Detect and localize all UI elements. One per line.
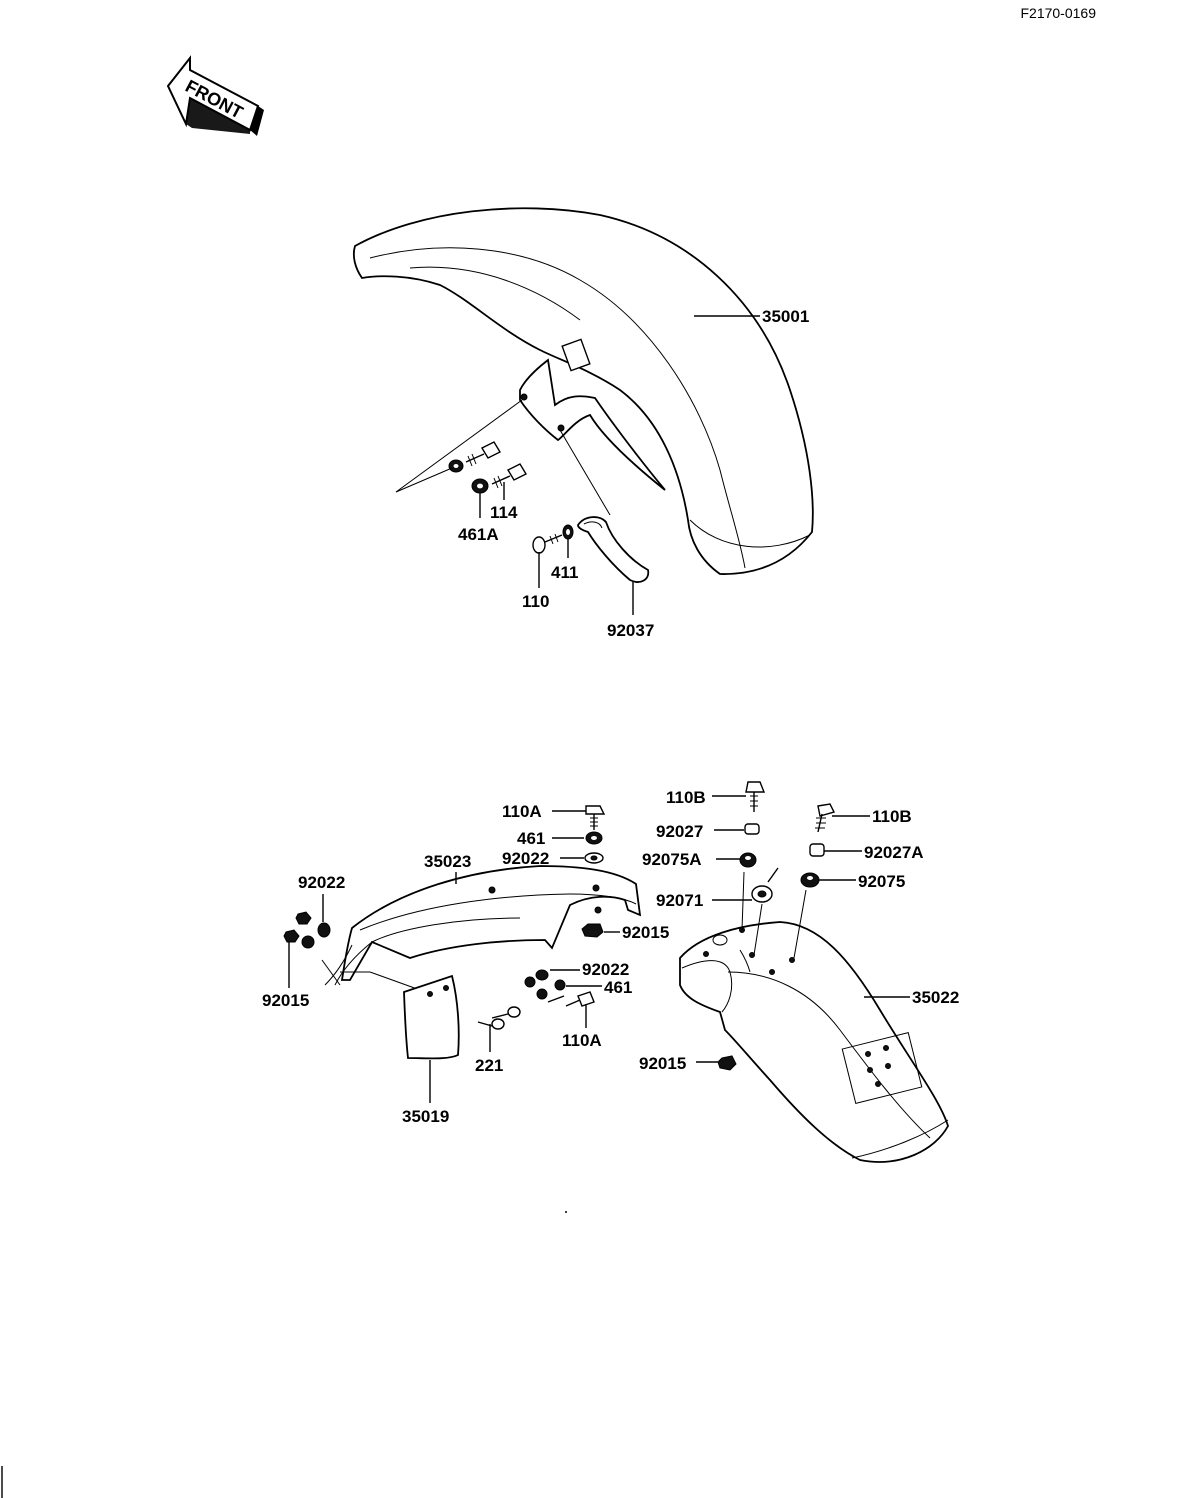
washer-461-mid — [554, 979, 566, 991]
label-92075A: 92075A — [642, 850, 702, 869]
label-411: 411 — [551, 563, 578, 582]
front-arrow-icon: FRONT — [166, 55, 264, 136]
rear-fender — [679, 921, 949, 1163]
bolt-110A-top — [585, 805, 606, 830]
label-35022: 35022 — [912, 988, 959, 1007]
nut-92015-mid — [581, 923, 604, 938]
label-92027A: 92027A — [864, 843, 924, 862]
label-92022-mid: 92022 — [582, 960, 629, 979]
washer-411 — [562, 524, 574, 540]
label-110A-top: 110A — [502, 802, 542, 821]
label-92015-left: 92015 — [262, 991, 309, 1010]
label-35001: 35001 — [762, 307, 809, 326]
label-92022-left: 92022 — [298, 873, 345, 892]
bolt-110B-right — [815, 803, 836, 833]
nuts-left-group — [283, 911, 331, 949]
label-110B-left: 110B — [666, 788, 706, 807]
label-461-mid: 461 — [604, 978, 632, 997]
washer-92022-mid — [535, 969, 549, 981]
bolt-110 — [532, 533, 563, 554]
mud-flap — [403, 974, 460, 1060]
label-92015-rear: 92015 — [639, 1054, 686, 1073]
label-92015-mid: 92015 — [622, 923, 669, 942]
label-461A: 461A — [458, 525, 499, 544]
collar-92027A — [809, 843, 825, 857]
label-110A-mid: 110A — [562, 1031, 602, 1050]
label-92075: 92075 — [858, 872, 905, 891]
label-114: 114 — [490, 503, 518, 522]
bolt-110A-mid — [547, 991, 595, 1007]
label-110: 110 — [522, 592, 549, 611]
label-92071: 92071 — [656, 891, 703, 910]
washer-461A — [448, 459, 489, 494]
label-92022-top: 92022 — [502, 849, 549, 868]
label-35023: 35023 — [424, 852, 471, 871]
screw-221 — [477, 1006, 521, 1030]
nut-92015-rear — [717, 1055, 737, 1071]
ref-code: F2170-0169 — [1020, 5, 1096, 21]
bolt-110B-left — [745, 781, 766, 812]
label-92027: 92027 — [656, 822, 703, 841]
label-461-top: 461 — [517, 829, 545, 848]
label-35019: 35019 — [402, 1107, 449, 1126]
rear-fender-front-section — [324, 865, 642, 986]
front-fender-bolt-upper — [465, 441, 501, 467]
front-fender-bolt-114 — [491, 463, 527, 489]
front-fender — [352, 207, 814, 575]
label-110B-right: 110B — [872, 807, 912, 826]
label-221: 221 — [475, 1056, 503, 1075]
collar-92027 — [744, 823, 760, 835]
label-92037: 92037 — [607, 621, 654, 640]
